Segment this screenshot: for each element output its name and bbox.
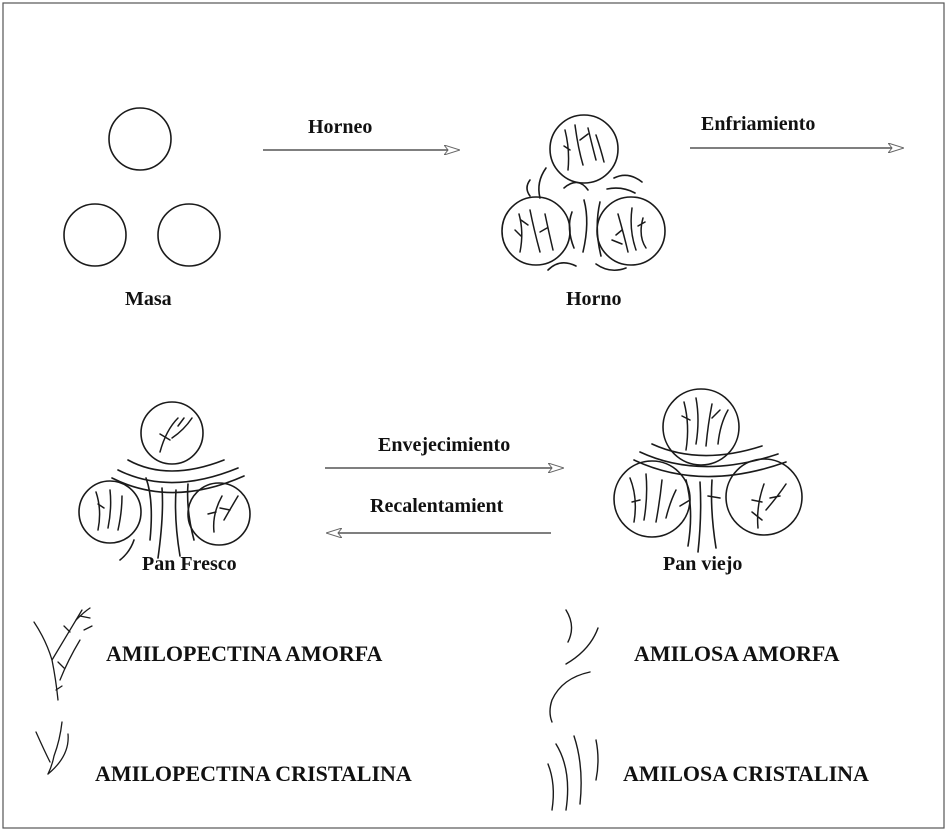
masa-granules xyxy=(64,108,220,266)
label-envejecimiento: Envejecimiento xyxy=(378,434,510,457)
label-enfriamiento: Enfriamiento xyxy=(701,113,815,136)
pan-viejo-amylose xyxy=(634,444,786,552)
granule xyxy=(188,483,250,545)
label-pan-fresco: Pan Fresco xyxy=(142,553,237,576)
label-masa: Masa xyxy=(125,288,172,311)
legend-amilopectina-amorfa-symbol xyxy=(34,608,92,700)
legend-label-amilosa-cristalina: AMILOSA CRISTALINA xyxy=(623,761,869,787)
label-pan-viejo: Pan viejo xyxy=(663,553,742,576)
granule xyxy=(726,459,802,535)
legend-amilopectina-cristalina-symbol xyxy=(36,722,68,774)
label-horneo: Horneo xyxy=(308,116,372,139)
legend-amilosa-amorfa-symbol xyxy=(550,610,598,722)
granule xyxy=(158,204,220,266)
granule xyxy=(614,461,690,537)
legend-label-amilosa-amorfa: AMILOSA AMORFA xyxy=(634,641,840,667)
label-recalentamiento: Recalentamient xyxy=(370,495,503,518)
granule xyxy=(141,402,203,464)
label-horno: Horno xyxy=(566,288,622,311)
granule xyxy=(550,115,618,183)
granule xyxy=(502,197,570,265)
legend-label-amilopectina-cristalina: AMILOPECTINA CRISTALINA xyxy=(95,761,412,787)
pan-viejo-amylopectin xyxy=(630,398,786,528)
granule xyxy=(64,204,126,266)
legend-label-amilopectina-amorfa: AMILOPECTINA AMORFA xyxy=(106,641,382,667)
legend-amilosa-cristalina-symbol xyxy=(548,736,598,810)
horno-amylopectin xyxy=(515,125,646,252)
granule xyxy=(109,108,171,170)
